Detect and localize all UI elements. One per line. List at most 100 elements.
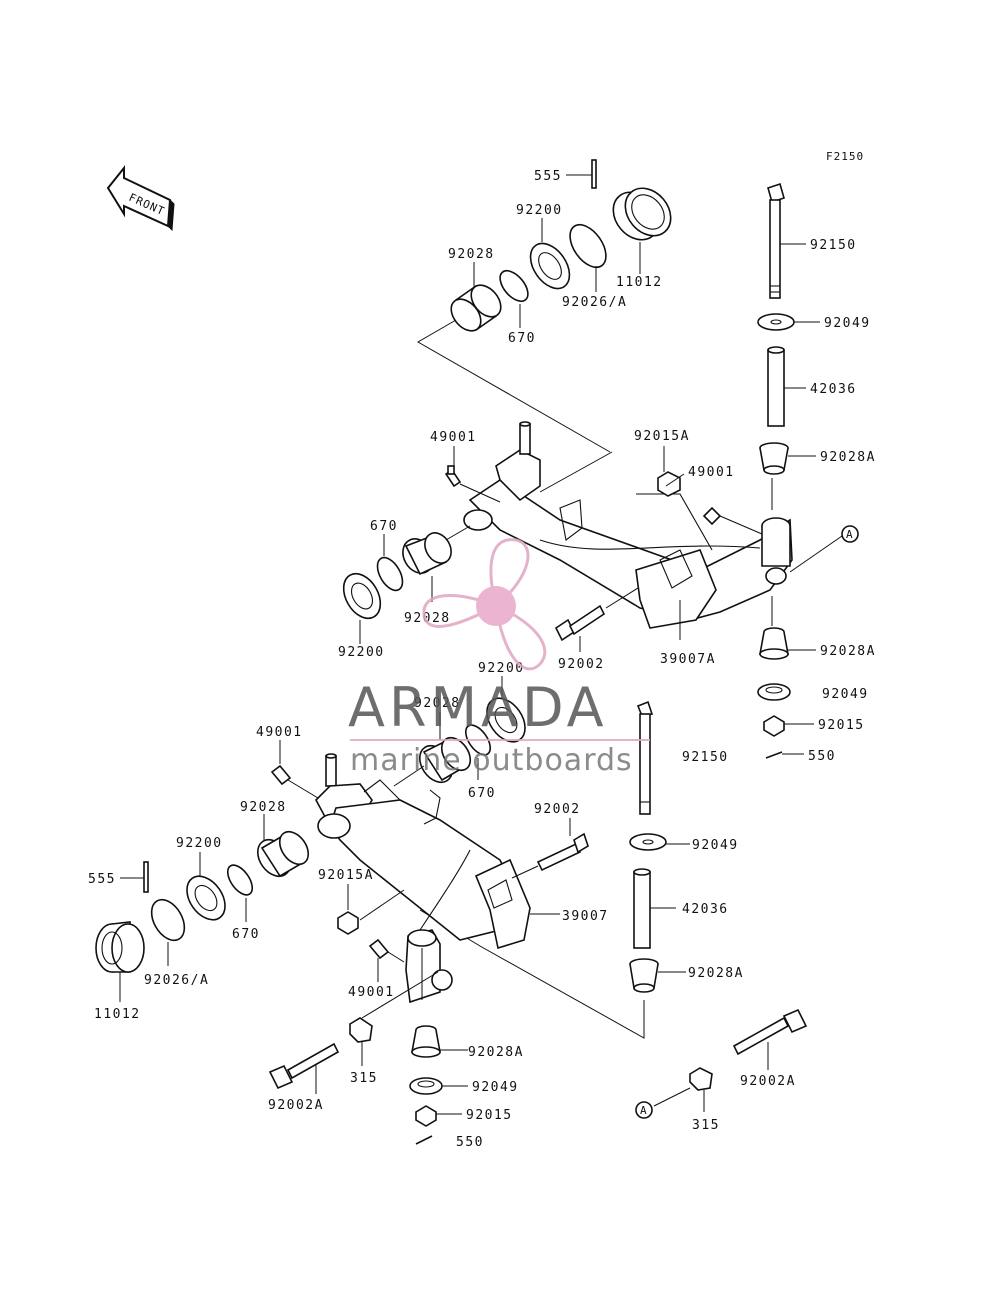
label-555-left: 555 bbox=[88, 872, 116, 887]
bolt-92150-top bbox=[767, 182, 806, 299]
label-39007: 39007 bbox=[562, 909, 609, 924]
nut-92015A-top bbox=[657, 446, 681, 497]
shim-92200-left bbox=[186, 852, 226, 921]
washer-92049-bottom bbox=[409, 1077, 468, 1095]
label-39007A: 39007A bbox=[660, 652, 716, 667]
swing-arm-39007A bbox=[463, 421, 793, 640]
nut-92015A-low bbox=[337, 884, 405, 935]
label-49001-low: 49001 bbox=[256, 725, 303, 740]
label-92049-mid: 92049 bbox=[822, 687, 869, 702]
collar-11012-low bbox=[95, 921, 145, 1002]
svg-text:A: A bbox=[846, 528, 854, 541]
watermark-brand: ARMADA bbox=[348, 676, 608, 739]
sleeve-42036-top bbox=[767, 346, 806, 427]
label-42036-top: 42036 bbox=[810, 382, 857, 397]
bushing-92028-mid bbox=[402, 525, 471, 602]
watermark: ARMADA marine outboards bbox=[348, 538, 650, 778]
bolt-92002-low bbox=[511, 818, 589, 879]
label-92002-mid: 92002 bbox=[558, 657, 605, 672]
label-92049-top: 92049 bbox=[824, 316, 871, 331]
label-92002A-left: 92002A bbox=[268, 1098, 324, 1113]
label-92049-low: 92049 bbox=[692, 838, 739, 853]
grease-fitting-49001-low bbox=[270, 740, 319, 799]
cotter-pin-550-mid bbox=[765, 751, 804, 759]
washer-92049-low bbox=[629, 833, 690, 851]
bolt-92002-mid bbox=[554, 587, 639, 652]
label-670-mid: 670 bbox=[370, 519, 398, 534]
nut-92015-bottom bbox=[415, 1105, 462, 1127]
shim-92200-top bbox=[529, 218, 571, 290]
propeller-logo bbox=[422, 538, 547, 671]
label-42036-low: 42036 bbox=[682, 902, 729, 917]
label-92028-left: 92028 bbox=[240, 800, 287, 815]
label-550-mid: 550 bbox=[808, 749, 836, 764]
bushing-92028-left bbox=[256, 814, 310, 878]
label-92015-mid: 92015 bbox=[818, 718, 865, 733]
label-92015A-low: 92015A bbox=[318, 868, 374, 883]
bushing-92028A-top bbox=[759, 442, 816, 475]
label-92200-top: 92200 bbox=[516, 203, 563, 218]
label-92150-mid: 92150 bbox=[682, 750, 729, 765]
label-92200-left: 92200 bbox=[176, 836, 223, 851]
nut-92015-mid bbox=[763, 715, 814, 737]
label-550-bottom: 550 bbox=[456, 1135, 484, 1150]
bolt-92002A-left bbox=[268, 1042, 340, 1094]
collar-11012-top bbox=[612, 187, 672, 274]
label-11012-top: 11012 bbox=[616, 275, 663, 290]
bushing-92028-top bbox=[450, 262, 502, 332]
label-92028A-low: 92028A bbox=[688, 966, 744, 981]
pin-555-top bbox=[566, 159, 597, 189]
label-670-left: 670 bbox=[232, 927, 260, 942]
nut-315-left bbox=[349, 971, 439, 1066]
cotter-pin-550-bottom bbox=[415, 1135, 433, 1145]
label-92028-low: 92028 bbox=[414, 696, 461, 711]
grease-fitting-49001-top-right bbox=[665, 473, 763, 535]
oring-670-top bbox=[499, 269, 529, 328]
assembly-line-top bbox=[416, 319, 611, 453]
oring-670-mid bbox=[376, 534, 404, 592]
bolt-92002A-right bbox=[732, 1008, 808, 1070]
washer-92026A-top bbox=[569, 223, 607, 292]
label-92049-bottom: 92049 bbox=[472, 1080, 519, 1095]
svg-text:A: A bbox=[640, 1104, 648, 1117]
sleeve-42036-low bbox=[633, 868, 676, 949]
label-92200-mid: 92200 bbox=[338, 645, 385, 660]
label-92026A-low: 92026/A bbox=[144, 973, 209, 988]
label-92028A-bottom: 92028A bbox=[468, 1045, 524, 1060]
label-92150-top: 92150 bbox=[810, 238, 857, 253]
label-555-top: 555 bbox=[534, 169, 562, 184]
oring-670-left bbox=[226, 864, 254, 922]
label-11012-low: 11012 bbox=[94, 1007, 141, 1022]
label-92002-low: 92002 bbox=[534, 802, 581, 817]
swing-arm-39007 bbox=[315, 753, 560, 1004]
label-670-low: 670 bbox=[468, 786, 496, 801]
bushing-92028A-bottom bbox=[411, 1025, 468, 1058]
watermark-tagline: marine outboards bbox=[350, 743, 633, 778]
label-315-left: 315 bbox=[350, 1071, 378, 1086]
bushing-92028-low bbox=[393, 712, 472, 787]
nut-315-right bbox=[653, 1067, 713, 1112]
washer-92026A-low bbox=[150, 898, 186, 966]
label-92026A-top: 92026/A bbox=[562, 295, 627, 310]
shim-92200-mid bbox=[342, 572, 382, 644]
label-92200-low: 92200 bbox=[478, 661, 525, 676]
label-92015A-top: 92015A bbox=[634, 429, 690, 444]
pin-555-left bbox=[120, 861, 149, 893]
washer-92049-top bbox=[757, 313, 820, 331]
label-49001-top: 49001 bbox=[430, 430, 477, 445]
bushing-92028A-low bbox=[629, 958, 686, 993]
label-49001-top-right: 49001 bbox=[688, 465, 735, 480]
label-92028-top: 92028 bbox=[448, 247, 495, 262]
callout-a-top: A bbox=[789, 525, 859, 573]
front-arrow-icon: FRONT bbox=[106, 165, 175, 232]
bolt-92150-mid bbox=[636, 700, 654, 815]
label-670-top: 670 bbox=[508, 331, 536, 346]
callout-a-bottom: A bbox=[635, 1101, 653, 1119]
bushing-92028A-mid bbox=[759, 627, 816, 660]
grease-fitting-49001-top bbox=[444, 446, 501, 503]
label-92015-bottom: 92015 bbox=[466, 1108, 513, 1123]
label-92002A-right: 92002A bbox=[740, 1074, 796, 1089]
grease-fitting-49001-bottom bbox=[368, 938, 405, 982]
washer-92049-mid bbox=[757, 683, 791, 701]
